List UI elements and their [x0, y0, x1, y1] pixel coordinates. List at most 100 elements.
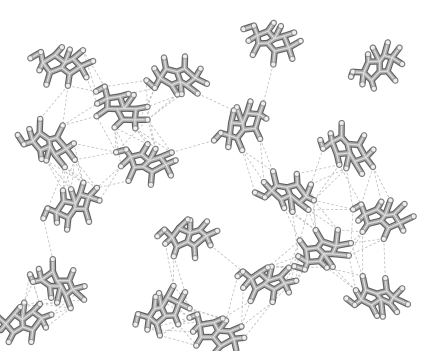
- bond-highlight: [171, 227, 180, 238]
- molecule: [317, 119, 377, 177]
- hydrogen-bond: [173, 256, 186, 293]
- bond-highlight: [275, 184, 288, 189]
- bond-highlight: [233, 338, 237, 351]
- bond-highlight: [68, 65, 82, 75]
- hydrogen-atom: [135, 311, 141, 318]
- hydrogen-atom: [168, 149, 175, 156]
- hydrogen-bond: [338, 164, 362, 205]
- bond-highlight: [148, 308, 156, 319]
- hydrogen-bond: [82, 50, 97, 92]
- hydrogen-bond: [135, 127, 156, 150]
- hydrogen-bond: [147, 87, 156, 108]
- hydrogen-atom: [231, 107, 237, 114]
- bond-highlight: [159, 156, 167, 166]
- bond-highlight: [256, 34, 260, 45]
- hydrogen-atom: [14, 132, 21, 138]
- bond-highlight: [148, 156, 161, 162]
- bond-highlight: [241, 122, 245, 131]
- bond-highlight: [263, 283, 275, 291]
- hydrogen-atom: [281, 205, 288, 211]
- bond-highlight: [212, 336, 222, 347]
- bond-highlight: [246, 112, 260, 115]
- bond-highlight: [12, 326, 24, 334]
- hydrogen-atom: [144, 104, 151, 110]
- bond-highlight: [236, 106, 244, 125]
- hydrogen-bond: [45, 307, 71, 328]
- hydrogen-atom: [320, 145, 326, 152]
- bond-highlight: [331, 245, 337, 255]
- bond-highlight: [267, 30, 276, 40]
- bond-highlight: [61, 61, 66, 69]
- hydrogen-atom: [378, 199, 385, 205]
- hydrogen-bond: [62, 167, 66, 191]
- hydrogen-atom: [43, 157, 50, 164]
- bond-highlight: [42, 62, 51, 73]
- hydrogen-atom: [405, 301, 411, 308]
- bond-highlight: [274, 47, 290, 52]
- bond-highlight: [156, 315, 167, 325]
- hydrogen-atom: [293, 171, 300, 177]
- bond-highlight: [358, 144, 367, 159]
- bond-highlight: [148, 316, 158, 325]
- bond-highlight: [229, 330, 235, 340]
- hydrogen-bond: [46, 160, 84, 184]
- hydrogen-atom: [394, 309, 400, 315]
- bond-highlight: [179, 80, 188, 86]
- hydrogen-atom: [118, 163, 124, 170]
- hydrogen-bond: [372, 166, 382, 202]
- bond-highlight: [212, 329, 220, 338]
- hydrogen-atom: [252, 189, 258, 196]
- hydrogen-atom: [27, 271, 33, 278]
- hydrogen-atom: [36, 67, 43, 73]
- bond-highlight: [331, 140, 338, 155]
- hydrogen-atom: [152, 85, 158, 91]
- hydrogen-bond: [243, 301, 273, 339]
- hydrogen-atom: [270, 61, 277, 68]
- hydrogen-bond: [241, 149, 265, 183]
- hydrogen-bond: [67, 85, 97, 92]
- bond-highlight: [60, 285, 67, 296]
- hydrogen-atom: [197, 66, 204, 72]
- hydrogen-bond: [74, 159, 84, 183]
- hydrogen-atom: [239, 147, 246, 153]
- bond-highlight: [42, 54, 56, 64]
- hydrogen-atom: [132, 125, 139, 131]
- hydrogen-atom: [278, 23, 284, 29]
- bond-highlight: [346, 143, 351, 154]
- hydrogen-atom: [72, 157, 78, 163]
- hydrogen-atom: [194, 90, 201, 97]
- bond-highlight: [393, 213, 401, 224]
- bond-highlight: [346, 143, 360, 146]
- hydrogen-bond: [259, 138, 274, 172]
- hydrogen-atom: [43, 81, 50, 88]
- hydrogen-bond: [62, 85, 69, 126]
- hydrogen-atom: [361, 132, 367, 139]
- hydrogen-atom: [44, 205, 51, 212]
- hydrogen-atom: [38, 49, 44, 55]
- hydrogen-atom: [334, 227, 341, 233]
- hydrogen-atom: [355, 217, 362, 224]
- hydrogen-atom: [289, 209, 296, 215]
- hydrogen-atom: [71, 140, 77, 147]
- hydrogen-atom: [293, 277, 300, 284]
- bond-highlight: [176, 67, 186, 73]
- molecule: [234, 263, 300, 306]
- bond-highlight: [298, 195, 307, 204]
- bond-highlight: [383, 54, 393, 59]
- hydrogen-bond: [173, 285, 198, 315]
- hydrogen-bond: [177, 324, 197, 346]
- hydrogen-atom: [101, 83, 108, 90]
- hydrogen-atom: [152, 294, 159, 300]
- hydrogen-bond: [39, 303, 71, 309]
- bond-highlight: [171, 236, 178, 248]
- molecule: [92, 83, 151, 132]
- hydrogen-atom: [382, 275, 389, 282]
- hydrogen-atom: [162, 240, 169, 247]
- hydrogen-atom: [410, 213, 417, 220]
- bond-highlight: [55, 211, 70, 219]
- bond-highlight: [273, 282, 286, 291]
- hydrogen-atom: [286, 289, 292, 296]
- bond-highlight: [283, 35, 290, 49]
- hydrogen-bond: [159, 317, 190, 336]
- hydrogen-atom: [111, 124, 118, 131]
